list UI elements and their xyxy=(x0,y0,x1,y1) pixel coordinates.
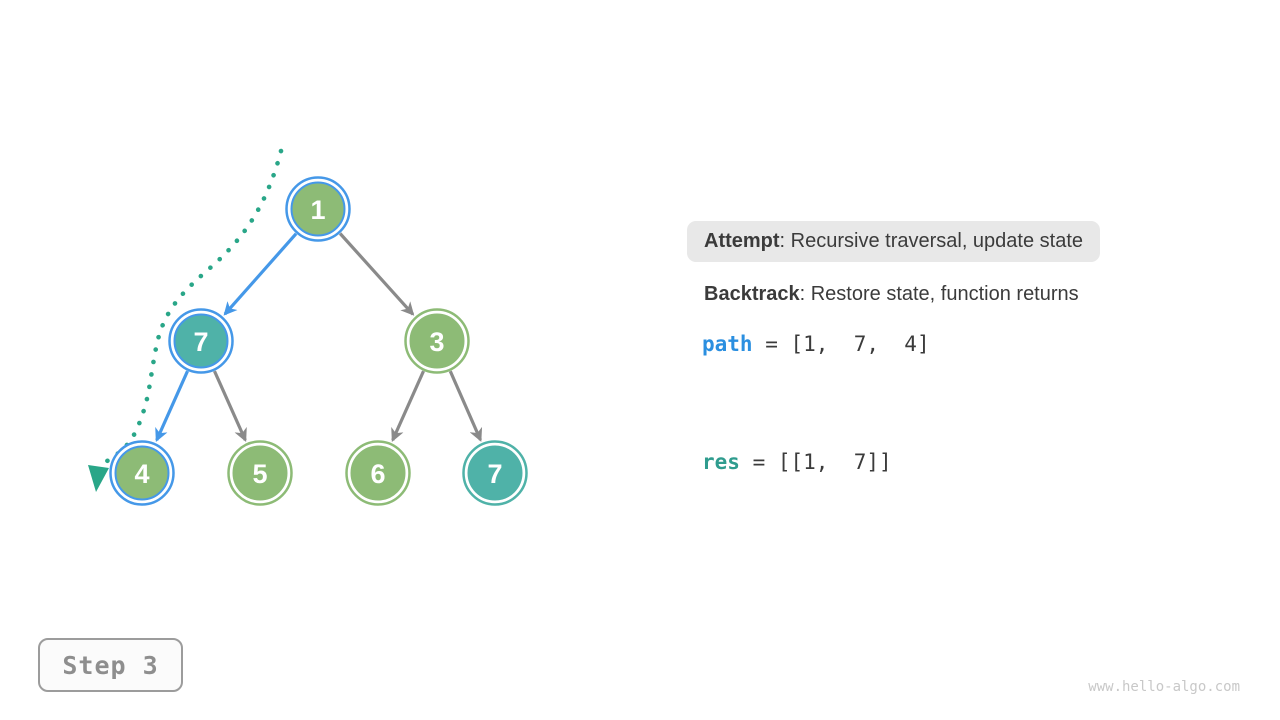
path-keyword: path xyxy=(702,332,753,356)
res-keyword: res xyxy=(702,450,740,474)
tree-node-3: 3 xyxy=(404,308,470,374)
backtrack-keyword: Backtrack xyxy=(704,283,800,305)
tree-node-5: 5 xyxy=(227,440,293,506)
tree-edge xyxy=(448,370,483,442)
tree-node-circle xyxy=(290,181,346,237)
tree-node-7: 7 xyxy=(168,308,234,374)
tree-node-value: 6 xyxy=(370,459,385,489)
tree-edge xyxy=(223,232,298,316)
res-variable-line: res = [[1, 7]] xyxy=(702,450,892,474)
tree-node-value: 4 xyxy=(134,459,149,489)
path-value: = [1, 7, 4] xyxy=(752,332,930,356)
attempt-label-box: Attempt: Recursive traversal, update sta… xyxy=(687,221,1101,262)
path-variable-line: path = [1, 7, 4] xyxy=(702,332,930,356)
attempt-keyword: Attempt xyxy=(704,230,780,252)
tree-node-value: 7 xyxy=(487,459,502,489)
tree-node-circle xyxy=(232,445,288,501)
tree-node-1: 1 xyxy=(285,176,351,242)
tree-node-value: 3 xyxy=(429,327,444,357)
tree-node-circle xyxy=(114,445,170,501)
backtrack-text: : Restore state, function returns xyxy=(799,283,1079,305)
tree-node-circle xyxy=(467,445,523,501)
tree-edge xyxy=(338,232,415,316)
backtrack-line: Backtrack: Restore state, function retur… xyxy=(704,283,1079,306)
binary-tree-diagram: 1 7 3 4 5 6 7 xyxy=(88,148,528,506)
tree-node-circle xyxy=(350,445,406,501)
step-badge: Step 3 xyxy=(38,638,183,692)
tree-node-value: 7 xyxy=(193,327,208,357)
watermark: www.hello-algo.com xyxy=(1088,679,1240,695)
tree-edge xyxy=(213,370,247,442)
traversal-path-dotted xyxy=(98,148,284,468)
traversal-path-arrowhead xyxy=(88,465,109,492)
tree-node-circle xyxy=(409,313,465,369)
tree-node-value: 1 xyxy=(310,195,325,225)
tree-node-7: 7 xyxy=(462,440,528,506)
attempt-text: : Recursive traversal, update state xyxy=(779,230,1084,252)
tree-node-value: 5 xyxy=(252,459,267,489)
tree-node-6: 6 xyxy=(345,440,411,506)
tree-node-4: 4 xyxy=(109,440,175,506)
tree-edge xyxy=(155,370,189,442)
res-value: = [[1, 7]] xyxy=(739,450,892,474)
tree-node-circle xyxy=(173,313,229,369)
tree-edge xyxy=(391,370,425,442)
